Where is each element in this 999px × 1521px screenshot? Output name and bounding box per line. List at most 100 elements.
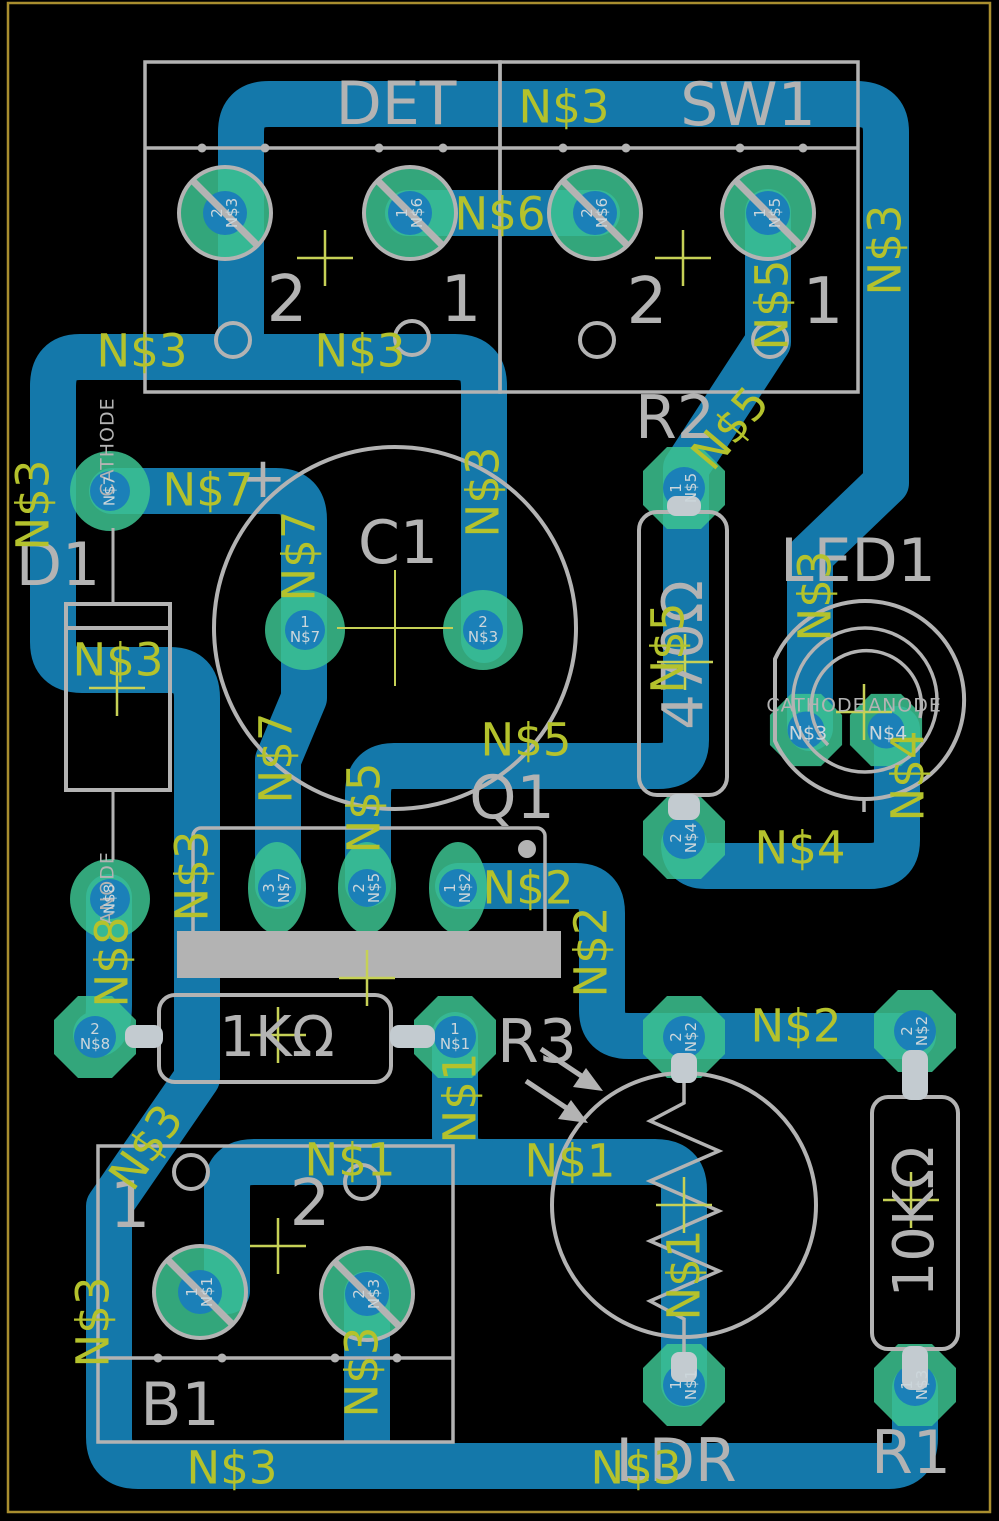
component-name-det: DET — [335, 69, 457, 139]
trace-net-n5[interactable] — [345, 189, 791, 907]
net-label-n3: N$3 — [518, 80, 610, 134]
net-label-n7: N$7 — [272, 510, 326, 602]
pad-text-led1-cathode: N$3 — [788, 722, 828, 745]
led1-cathode-label: CATHODE — [766, 694, 866, 717]
r-1k-lead-stub — [125, 1025, 163, 1048]
value-1k: 1KΩ — [219, 1005, 335, 1070]
c1-outline[interactable] — [212, 445, 578, 811]
pin-circle-icon — [751, 321, 789, 359]
net-label-n3: N$3 — [858, 204, 912, 296]
net-label-n8: N$8 — [85, 916, 139, 1008]
trace-net-n1-stub[interactable] — [432, 1012, 505, 1185]
pin-circle-icon — [343, 1163, 381, 1201]
pin-circle-icon — [172, 1153, 210, 1191]
component-name-r2: R2 — [635, 383, 715, 453]
net-label-n5: N$5 — [745, 259, 799, 351]
component-name-ldr: LDR — [615, 1426, 737, 1496]
component-name-r1: R1 — [871, 1418, 951, 1488]
q1-tab — [177, 931, 561, 978]
led1-anode-label: ANODE — [868, 694, 942, 717]
b1-outline[interactable] — [96, 1144, 455, 1444]
r2-lead-stub — [667, 496, 701, 516]
net-label-n3: N$3 — [165, 830, 219, 922]
net-label-n2: N$2 — [750, 999, 842, 1053]
origin-cross-c1[interactable] — [337, 570, 453, 686]
pin-number-b1-1: 1 — [109, 1169, 151, 1243]
pin-number-sw1-2: 2 — [626, 265, 668, 339]
net-label-n3: N$3 — [456, 446, 510, 538]
pad-text-led1-anode: N$4 — [868, 722, 908, 745]
led1-arc — [809, 648, 924, 747]
net-label-n2: N$2 — [482, 861, 574, 915]
r3-arrowhead-icon — [558, 1100, 588, 1123]
ldr-zigzag-icon — [645, 1080, 724, 1358]
net-label-n5: N$5 — [480, 713, 572, 767]
pin-circle-icon — [393, 319, 431, 357]
net-label-n3: N$3 — [96, 324, 188, 378]
component-name-sw1: SW1 — [680, 70, 816, 140]
pin-number-b1-2: 2 — [289, 1167, 331, 1241]
r3-arrow-icon — [539, 1046, 588, 1082]
d1-outline[interactable] — [64, 602, 172, 792]
net-label-n1: N$1 — [304, 1133, 396, 1187]
net-label-n7: N$7 — [162, 463, 254, 517]
divider-dots — [153, 143, 808, 1363]
r1-lead-stub — [902, 1346, 928, 1390]
net-label-n1: N$1 — [433, 1052, 487, 1144]
net-label-n5: N$5 — [641, 602, 695, 694]
r2-lead-stub — [668, 794, 700, 820]
origin-crosses — [87, 228, 941, 1276]
net-label-n3: N$3 — [186, 1441, 278, 1495]
pin-circle-icon — [214, 321, 252, 359]
pin-number-det-2: 2 — [266, 263, 308, 337]
net-label-n3: N$3 — [335, 1326, 389, 1418]
trace-net-n3-top[interactable] — [218, 81, 909, 751]
component-name-q1: Q1 — [469, 763, 555, 833]
pin-number-det-1: 1 — [440, 263, 482, 337]
net-label-n1: N$1 — [657, 1229, 711, 1321]
component-name-c1: C1 — [357, 508, 439, 578]
trace-net-n2[interactable] — [435, 863, 936, 1059]
led1-outline[interactable] — [773, 599, 967, 801]
net-label-n5: N$5 — [337, 762, 391, 854]
r3-arrow-icon — [524, 1078, 573, 1114]
q1-pin1-dot — [518, 840, 536, 858]
silkscreen — [64, 60, 967, 1444]
pin-number-sw1-1: 1 — [802, 265, 844, 339]
pad-text-d1-cathode: N$7 — [100, 475, 119, 507]
component-name-r3: R3 — [497, 1007, 577, 1077]
net-label-n4: N$4 — [754, 821, 846, 875]
net-label-n3: N$3 — [66, 1276, 120, 1368]
component-name-b1: B1 — [140, 1370, 220, 1440]
r-1k-lead-stub — [390, 1025, 435, 1048]
sw1-outline[interactable] — [498, 60, 860, 394]
net-label-n3: N$3 — [6, 459, 60, 551]
board-outline[interactable] — [6, 1, 992, 1514]
pad-text-d1-anode: N$8 — [100, 883, 119, 915]
net-label-n2: N$2 — [564, 906, 618, 998]
value-r1: 10KΩ — [882, 1146, 947, 1298]
c1-polarity-plus: + — [239, 446, 287, 511]
ldr-lead-stub — [671, 1053, 697, 1083]
component-name-d1: D1 — [15, 530, 101, 600]
pin-circle-icon — [578, 321, 616, 359]
component-name-led1: LED1 — [780, 526, 936, 596]
net-label-n7: N$7 — [249, 712, 303, 804]
net-label-n6: N$6 — [454, 187, 546, 241]
